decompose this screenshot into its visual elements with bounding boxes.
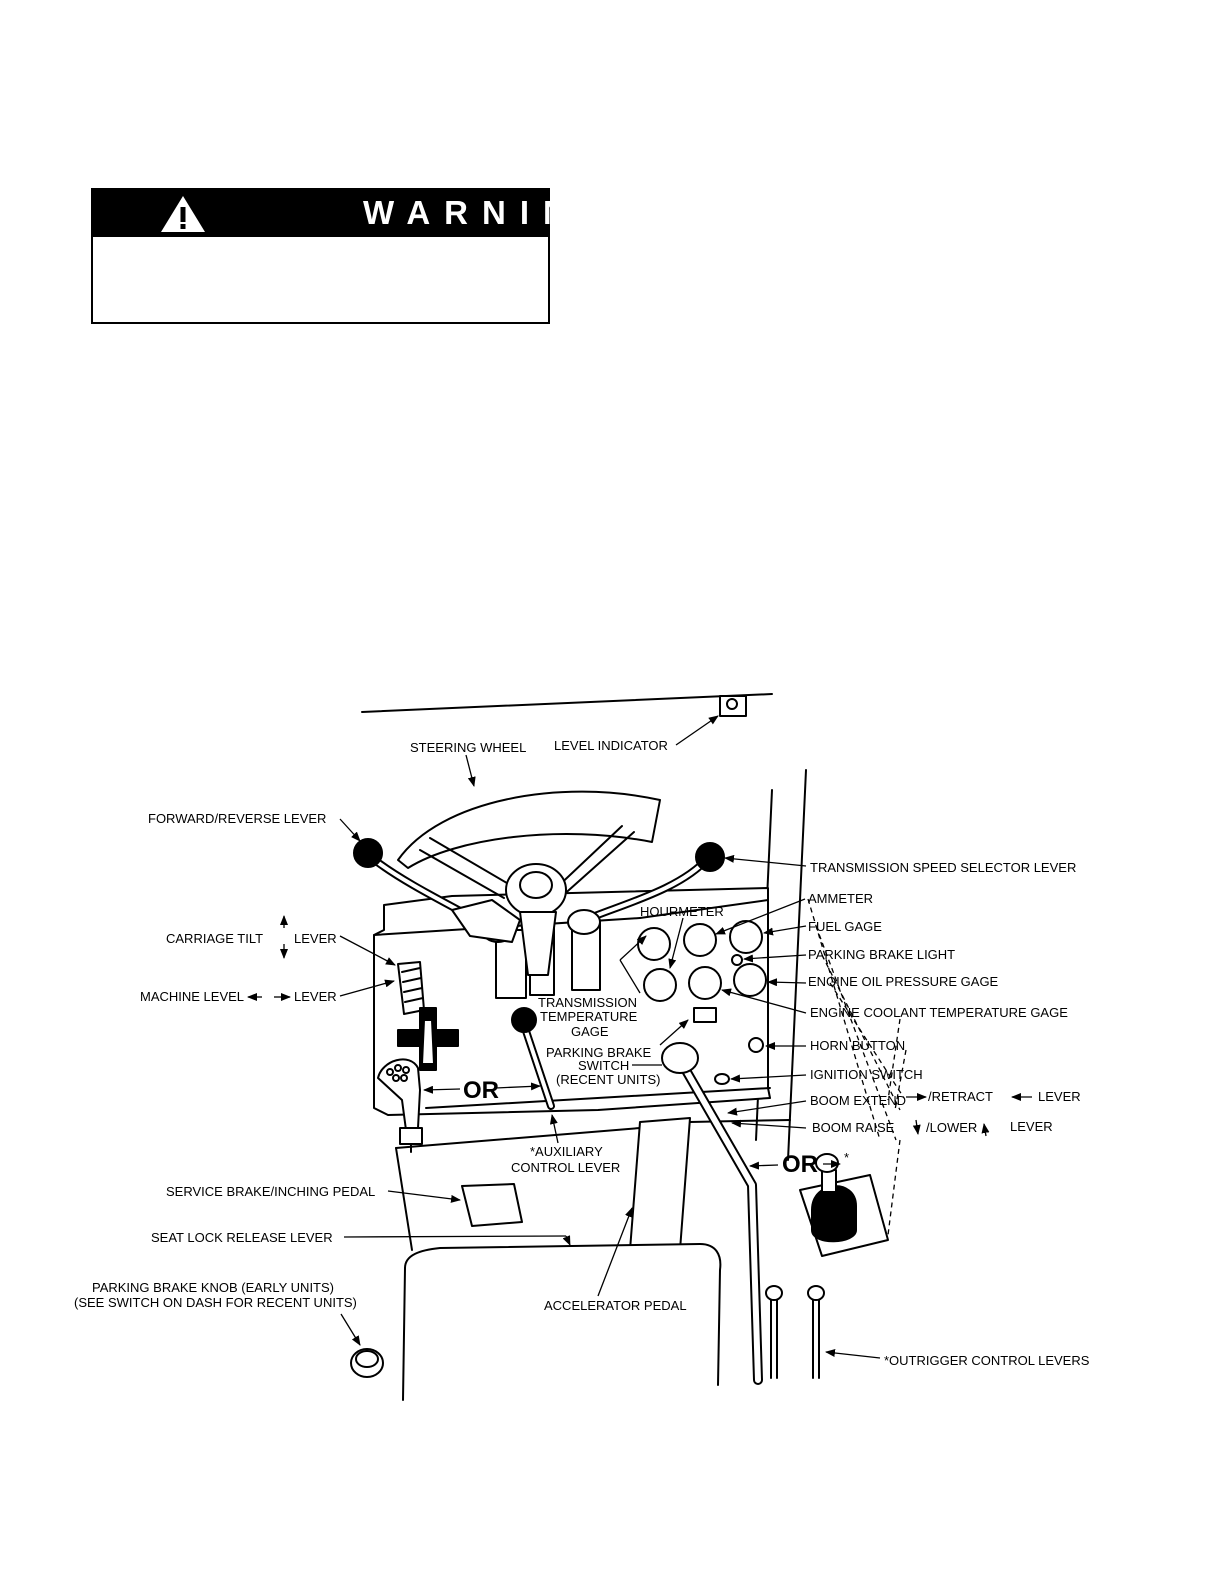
label-transmission-speed-selector-lever: TRANSMISSION SPEED SELECTOR LEVER xyxy=(810,860,1076,875)
warning-triangle-icon xyxy=(161,196,205,232)
label-auxiliary-1: *AUXILIARY xyxy=(530,1144,603,1159)
label-boom-extend: BOOM EXTEND xyxy=(810,1093,906,1108)
label-transmission-temp-2: TEMPERATURE xyxy=(540,1009,638,1024)
label-parking-brake-knob-2: (SEE SWITCH ON DASH FOR RECENT UNITS) xyxy=(74,1295,357,1310)
label-horn-button: HORN BUTTON xyxy=(810,1038,905,1053)
label-parking-brake-switch-1: PARKING BRAKE xyxy=(546,1045,652,1060)
label-steering-wheel: STEERING WHEEL xyxy=(410,740,526,755)
label-carriage-tilt: CARRIAGE TILT xyxy=(166,931,263,946)
warning-header: WARNING xyxy=(93,190,607,237)
label-machine-level: MACHINE LEVEL xyxy=(140,989,244,1004)
label-forward-reverse-lever: FORWARD/REVERSE LEVER xyxy=(148,811,326,826)
label-service-brake-pedal: SERVICE BRAKE/INCHING PEDAL xyxy=(166,1184,375,1199)
warning-box: WARNING xyxy=(91,188,607,324)
label-hourmeter: HOURMETER xyxy=(640,904,724,919)
label-seat-lock-release-lever: SEAT LOCK RELEASE LEVER xyxy=(151,1230,333,1245)
label-joystick-star: * xyxy=(844,1150,849,1165)
label-carriage-tilt-lever: LEVER xyxy=(294,931,337,946)
label-fuel-gage: FUEL GAGE xyxy=(808,919,882,934)
label-or-right: OR xyxy=(782,1151,818,1178)
machine-drawing xyxy=(350,693,889,1401)
warning-title: WARNING xyxy=(363,194,621,231)
label-parking-brake-switch-3: (RECENT UNITS) xyxy=(556,1072,660,1087)
label-parking-brake-knob-1: PARKING BRAKE KNOB (EARLY UNITS) xyxy=(92,1280,334,1295)
label-machine-level-lever: LEVER xyxy=(294,989,337,1004)
label-engine-coolant-temperature-gage: ENGINE COOLANT TEMPERATURE GAGE xyxy=(810,1005,1068,1020)
label-parking-brake-switch-2: SWITCH xyxy=(578,1058,629,1073)
label-boom-retract: /RETRACT xyxy=(928,1089,993,1104)
label-engine-oil-pressure-gage: ENGINE OIL PRESSURE GAGE xyxy=(808,974,999,989)
label-transmission-temp-3: GAGE xyxy=(571,1024,609,1039)
label-ammeter: AMMETER xyxy=(808,891,873,906)
diagram-labels: STEERING WHEEL LEVEL INDICATOR FORWARD/R… xyxy=(74,738,1090,1368)
label-or-left: OR xyxy=(463,1077,499,1104)
label-boom-lower: /LOWER xyxy=(926,1120,977,1135)
label-boom-raise-lever: LEVER xyxy=(1010,1119,1053,1134)
label-level-indicator: LEVEL INDICATOR xyxy=(554,738,668,753)
leader-lines xyxy=(247,715,1032,1359)
label-boom-extend-lever: LEVER xyxy=(1038,1089,1081,1104)
label-parking-brake-light: PARKING BRAKE LIGHT xyxy=(808,947,955,962)
label-boom-raise: BOOM RAISE xyxy=(812,1120,895,1135)
label-auxiliary-2: CONTROL LEVER xyxy=(511,1160,620,1175)
label-outrigger-control-levers: *OUTRIGGER CONTROL LEVERS xyxy=(884,1353,1090,1368)
label-accelerator-pedal: ACCELERATOR PEDAL xyxy=(544,1298,687,1313)
label-transmission-temp-1: TRANSMISSION xyxy=(538,995,637,1010)
label-ignition-switch: IGNITION SWITCH xyxy=(810,1067,923,1082)
